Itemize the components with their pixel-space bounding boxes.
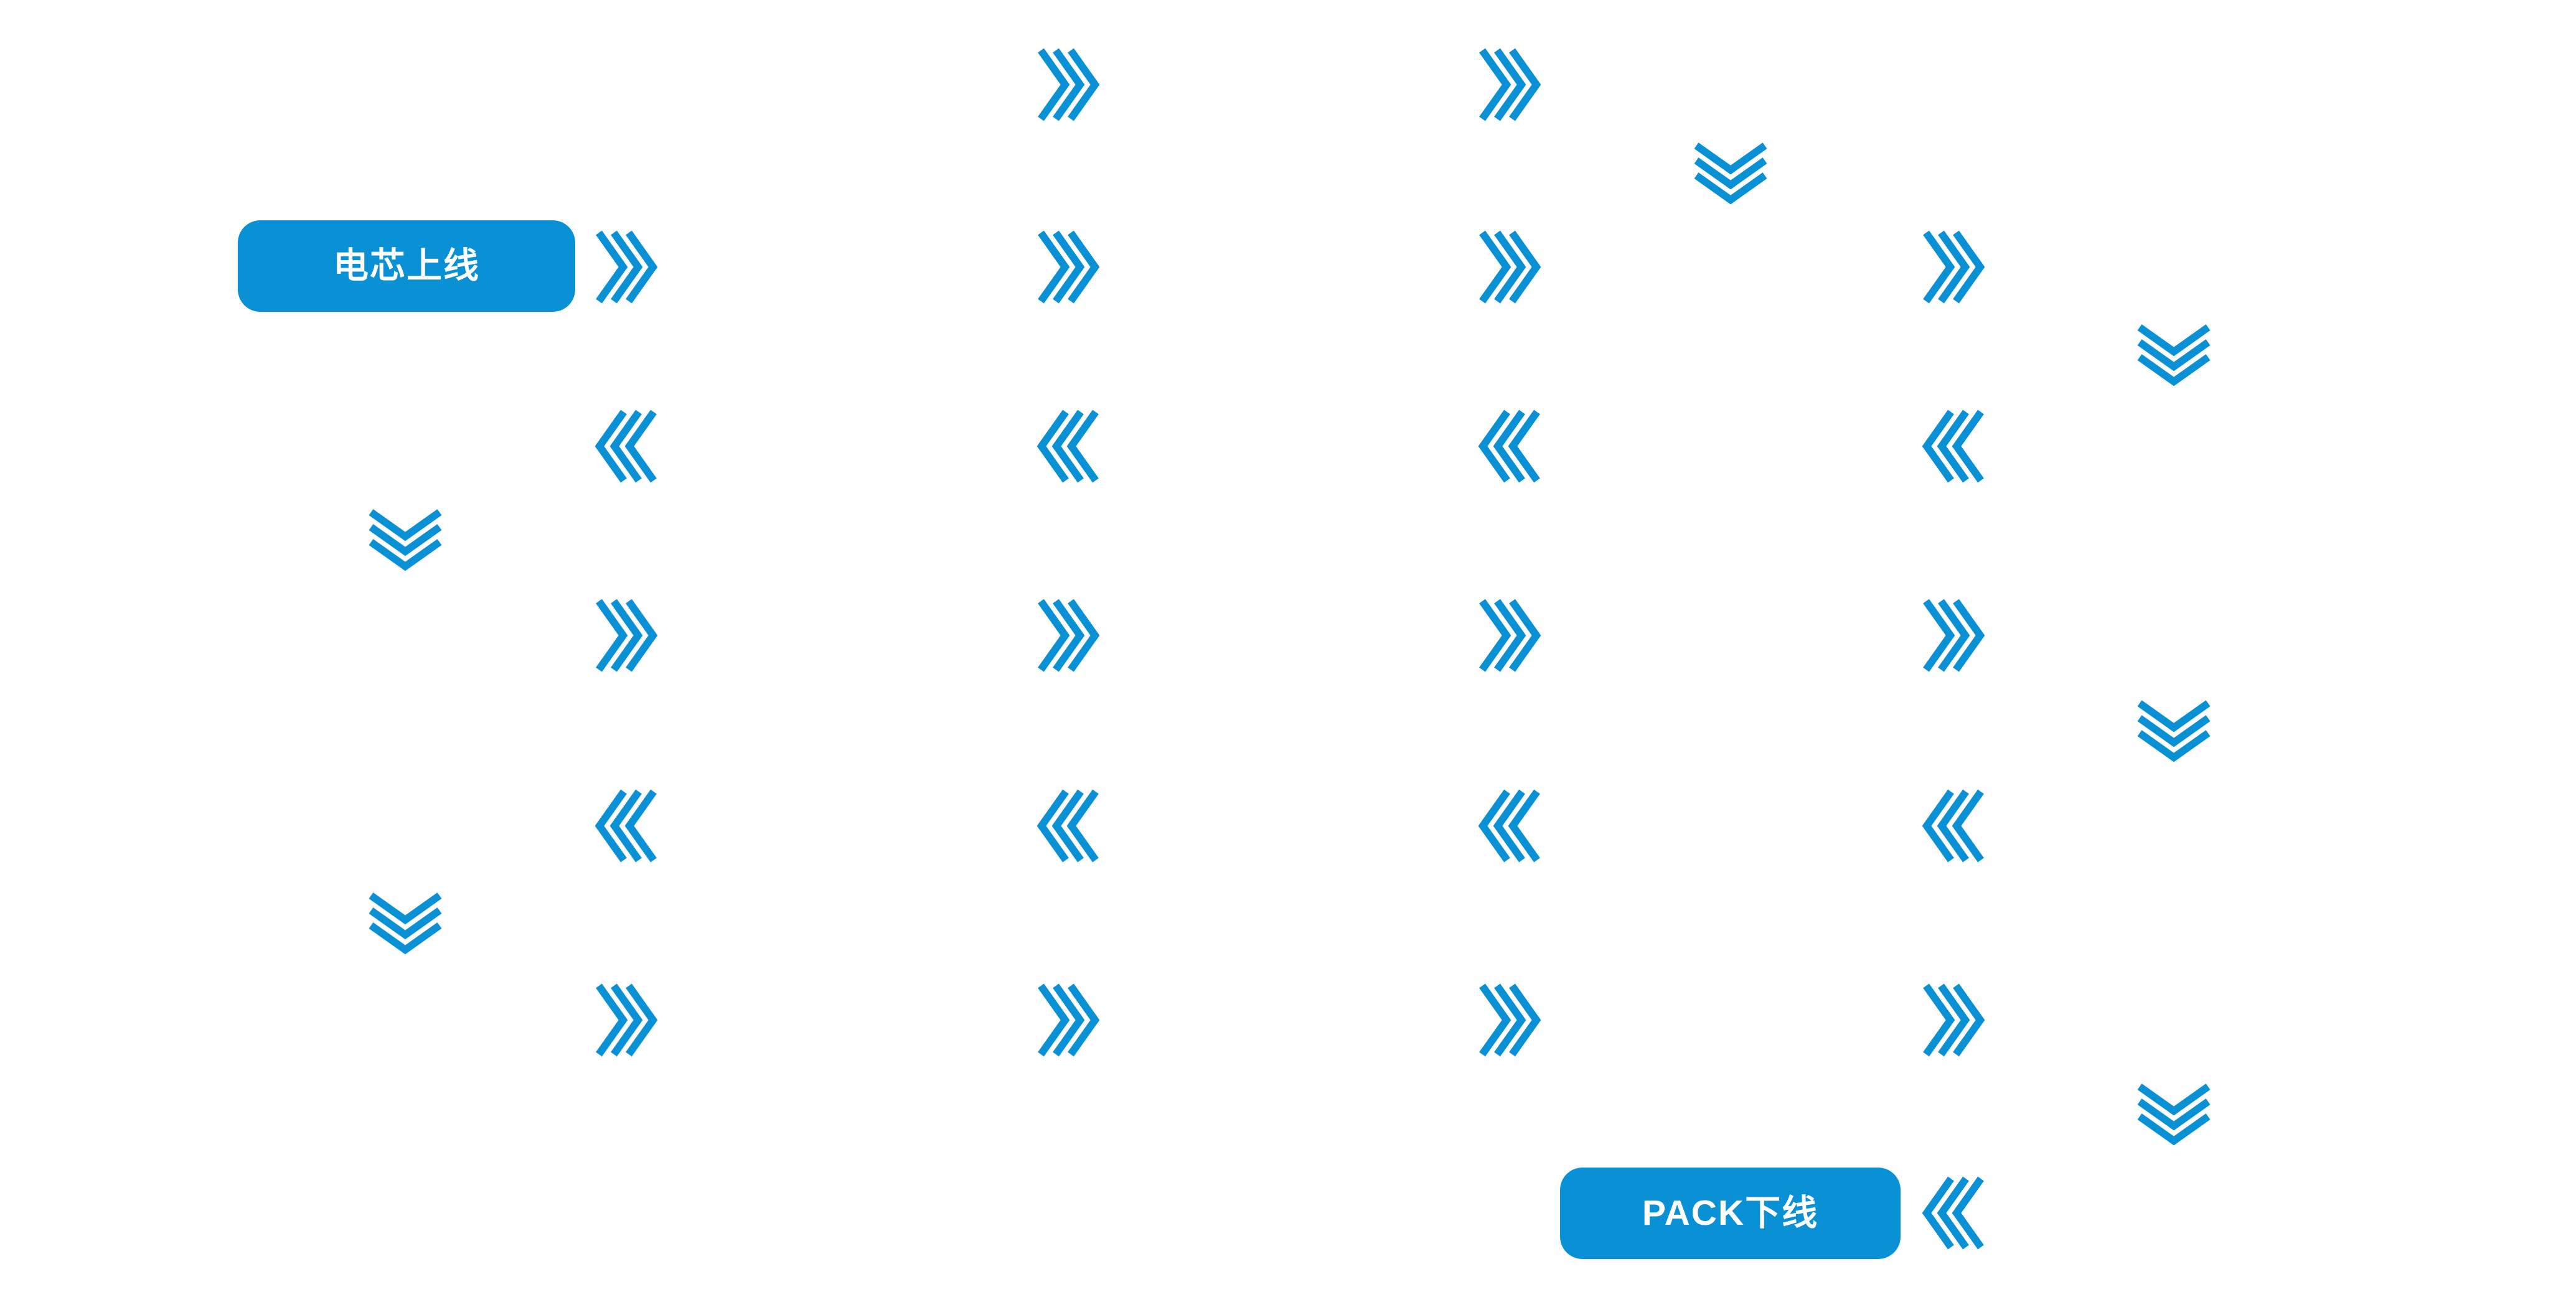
chevron-down-icon xyxy=(2137,700,2211,762)
chevron-right-icon xyxy=(1037,599,1100,672)
chevron-right-icon xyxy=(1037,983,1100,1057)
chevron-left-icon xyxy=(595,789,657,863)
chevron-left-icon xyxy=(1922,410,1985,483)
chevron-left-icon xyxy=(1478,789,1541,863)
pack-offline-button[interactable]: PACK下线 xyxy=(1560,1168,1901,1259)
chevron-right-icon xyxy=(1922,983,1985,1057)
chevron-right-icon xyxy=(1922,230,1985,304)
chevron-right-icon xyxy=(1478,230,1541,304)
chevron-right-icon xyxy=(595,983,658,1057)
chevron-right-icon xyxy=(1478,48,1541,121)
chevron-left-icon xyxy=(1037,789,1099,863)
chevron-down-icon xyxy=(369,508,442,571)
chevron-down-icon xyxy=(369,892,442,955)
cell-online-button[interactable]: 电芯上线 xyxy=(238,220,575,312)
chevron-left-icon xyxy=(1037,410,1099,483)
chevron-left-icon xyxy=(1478,410,1541,483)
chevron-left-icon xyxy=(1922,789,1985,863)
chevron-right-icon xyxy=(1037,48,1100,121)
chevron-right-icon xyxy=(1478,983,1541,1057)
chevron-left-icon xyxy=(595,410,657,483)
chevron-down-icon xyxy=(1694,142,1767,205)
chevron-down-icon xyxy=(2137,1083,2211,1146)
chevron-right-icon xyxy=(1478,599,1541,672)
chevron-right-icon xyxy=(595,599,658,672)
chevron-left-icon xyxy=(1922,1176,1985,1250)
chevron-right-icon xyxy=(1922,599,1985,672)
chevron-right-icon xyxy=(595,230,658,304)
chevron-down-icon xyxy=(2137,324,2211,386)
chevron-right-icon xyxy=(1037,230,1100,304)
